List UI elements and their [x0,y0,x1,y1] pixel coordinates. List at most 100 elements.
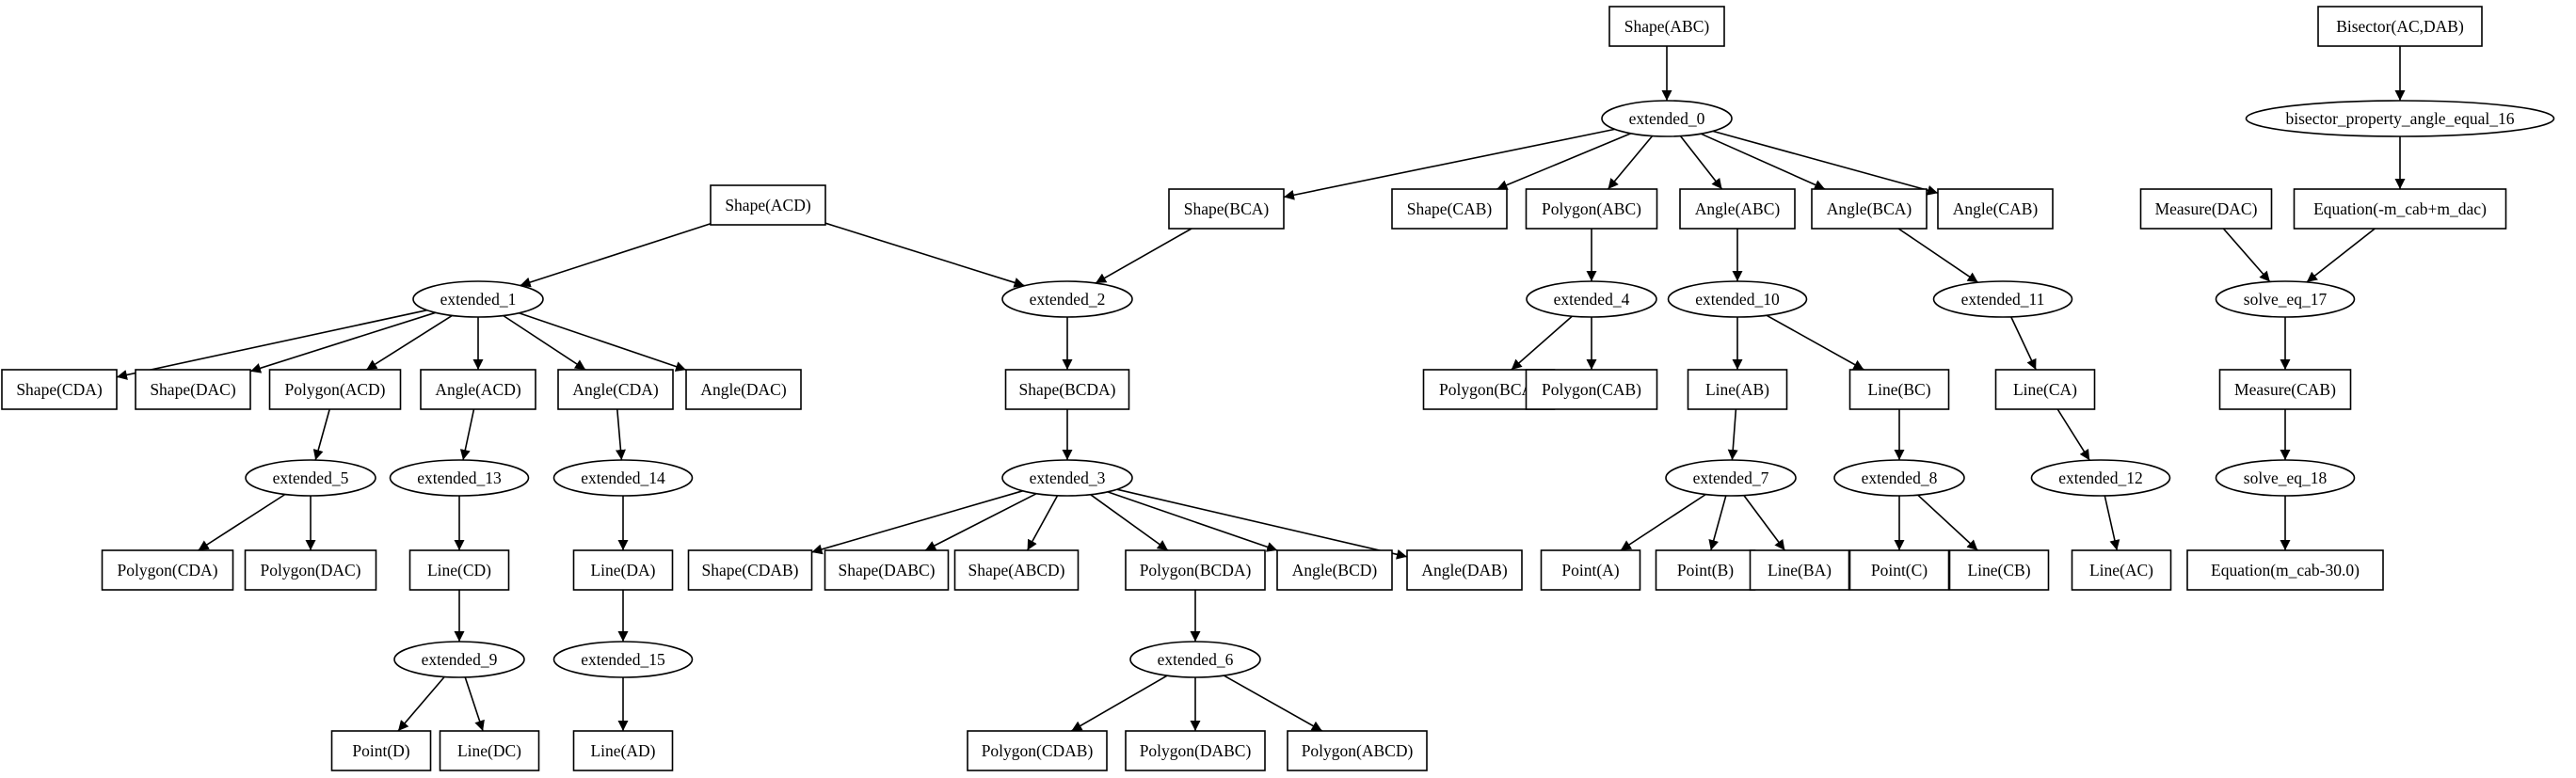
node-extended_6: extended_6 [1129,641,1261,678]
node-extended_1: extended_1 [412,280,544,318]
node-solve_eq_17: solve_eq_17 [2215,280,2356,318]
node-label: extended_15 [581,650,665,669]
edge-shape_acd-to-extended_2 [824,222,1025,288]
node-ellipse [412,280,544,318]
node-box [1749,549,1850,591]
node-box [2139,188,2273,230]
edge-extended_8-to-line_cb [1917,494,1978,551]
edge-extended_0-to-shape_cab [1496,133,1632,190]
node-extended_10: extended_10 [1667,280,1808,318]
node-equation_1: Equation(-m_cab+m_dac) [2293,188,2507,230]
node-box [1540,549,1641,591]
node-label: Polygon(ABCD) [1302,741,1414,760]
node-label: Polygon(ACD) [285,380,386,399]
node-polygon_cab: Polygon(CAB) [1525,369,1658,410]
edge-line_ab-to-extended_7 [1727,408,1738,461]
node-extended_12: extended_12 [2030,459,2171,497]
node-box [1125,730,1266,771]
node-label: Angle(BCD) [1292,561,1378,580]
node-polygon_dac: Polygon(DAC) [244,549,377,591]
edge-extended_1-to-shape_dac [249,311,436,373]
node-label: Shape(BCDA) [1018,380,1115,399]
node-point_a: Point(A) [1540,549,1641,591]
node-label: extended_14 [581,468,665,487]
node-angle_cda: Angle(CDA) [557,369,674,410]
node-box [1276,549,1393,591]
node-line_ca: Line(CA) [1994,369,2096,410]
node-extended_7: extended_7 [1665,459,1797,497]
node-box [685,369,802,410]
node-ellipse [1932,280,2073,318]
node-ellipse [393,641,525,678]
node-label: extended_4 [1554,290,1630,309]
node-ellipse [2030,459,2171,497]
node-line_dc: Line(DC) [439,730,540,771]
node-line_da: Line(DA) [572,549,674,591]
node-box [710,184,826,226]
node-box [953,549,1080,591]
node-label: Measure(DAC) [2155,199,2258,218]
node-label: Measure(CAB) [2234,380,2336,399]
node-shape_cab: Shape(CAB) [1391,188,1508,230]
node-line_ac: Line(AC) [2071,549,2172,591]
edge-extended_0-to-angle_bca [1700,133,1826,190]
node-shape_dac: Shape(DAC) [135,369,251,410]
node-label: Shape(CAB) [1407,199,1493,218]
node-line_ad: Line(AD) [572,730,674,771]
node-label: Line(AD) [590,741,655,760]
node-label: Angle(DAC) [700,380,787,399]
node-box [408,549,510,591]
node-box [420,369,536,410]
node-equation_2: Equation(m_cab-30.0) [2186,549,2384,591]
node-label: Point(D) [352,741,409,760]
edge-extended_7-to-line_ba [1743,495,1786,551]
edge-extended_3-to-angle_dab [1116,488,1408,560]
node-box [572,730,674,771]
edge-extended_1-to-shape_cda [116,309,427,380]
edge-shape_bca-to-extended_2 [1095,228,1192,284]
node-ellipse [245,459,376,497]
node-label: Polygon(CAB) [1542,380,1641,399]
node-label: Polygon(DABC) [1140,741,1252,760]
node-line_cb: Line(CB) [1948,549,2050,591]
node-angle_acd: Angle(ACD) [420,369,536,410]
edge-angle_cda-to-extended_14 [615,408,626,461]
node-polygon_bcda: Polygon(BCDA) [1125,549,1266,591]
edge-extended_12-to-line_ac [2104,495,2120,551]
node-ellipse [2215,280,2356,318]
node-point_b: Point(B) [1655,549,1756,591]
node-label: Shape(DABC) [838,561,935,580]
node-shape_cda: Shape(CDA) [1,369,118,410]
node-box [1848,369,1950,410]
node-ellipse [552,459,694,497]
node-ellipse [1833,459,1965,497]
node-label: extended_0 [1629,109,1705,128]
node-shape_bcda: Shape(BCDA) [1004,369,1130,410]
node-box [1655,549,1756,591]
node-label: Line(BC) [1867,380,1930,399]
node-label: Shape(CDAB) [701,561,798,580]
node-shape_bca: Shape(BCA) [1168,188,1285,230]
node-label: Equation(m_cab-30.0) [2211,561,2360,580]
node-polygon_cda: Polygon(CDA) [101,549,234,591]
edge-extended_5-to-polygon_cda [198,493,286,551]
node-line_ba: Line(BA) [1749,549,1850,591]
node-box [1937,188,2054,230]
node-box [1811,188,1928,230]
node-label: Bisector(AC,DAB) [2336,17,2464,36]
node-box [2218,369,2352,410]
node-label: Line(AC) [2089,561,2153,580]
node-label: Polygon(CDA) [118,561,218,580]
node-angle_cab: Angle(CAB) [1937,188,2054,230]
node-label: Point(B) [1677,561,1734,580]
node-bisector: Bisector(AC,DAB) [2317,6,2483,47]
node-extended_13: extended_13 [389,459,530,497]
node-label: Polygon(DAC) [261,561,361,580]
node-point_d: Point(D) [330,730,432,771]
node-polygon_dabc: Polygon(DABC) [1125,730,1266,771]
node-box [1994,369,2096,410]
node-label: Point(A) [1561,561,1619,580]
node-box [1168,188,1285,230]
node-label: Polygon(ABC) [1542,199,1641,218]
edge-extended_10-to-line_bc [1766,314,1864,371]
